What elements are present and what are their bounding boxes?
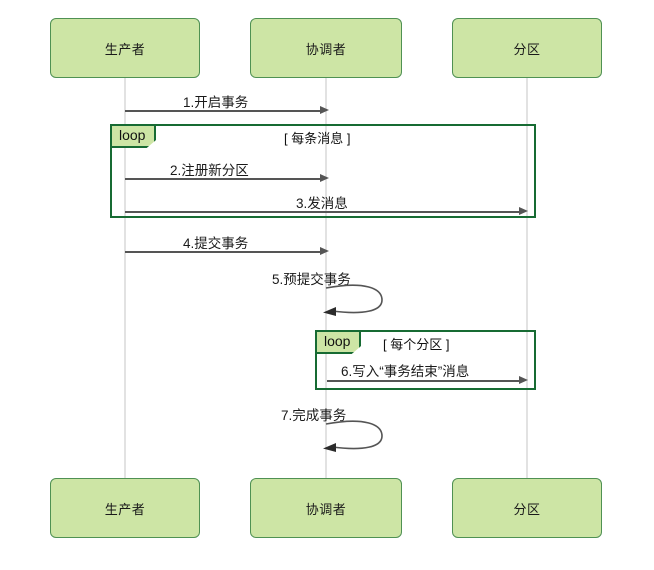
actor-box-partition-bottom[interactable]: 分区 [452, 478, 602, 538]
message-label-4: 4.提交事务 [183, 236, 249, 251]
actor-label-coordinator-top: 协调者 [305, 41, 347, 57]
actor-label-coordinator-bottom: 协调者 [305, 501, 347, 517]
message-arrowhead-3 [519, 207, 528, 215]
actor-box-coordinator-bottom[interactable]: 协调者 [250, 478, 402, 538]
message-arrowhead-4 [320, 247, 329, 255]
actor-box-coordinator-top[interactable]: 协调者 [250, 18, 402, 78]
message-arrow-1 [125, 110, 321, 112]
actor-label-partition-top: 分区 [513, 41, 541, 57]
message-label-7: 7.完成事务 [281, 408, 347, 423]
message-label-3: 3.发消息 [296, 196, 348, 211]
actor-label-producer-top: 生产者 [104, 41, 146, 57]
message-arrow-3 [125, 211, 522, 213]
message-arrow-6 [327, 380, 522, 382]
message-label-1: 1.开启事务 [183, 95, 249, 110]
loop-condition-1: [ 每条消息 ] [284, 131, 351, 146]
message-arrow-2 [125, 178, 321, 180]
actor-label-partition-bottom: 分区 [513, 501, 541, 517]
message-arrow-4 [125, 251, 321, 253]
message-arrowhead-2 [320, 174, 329, 182]
actor-box-producer-bottom[interactable]: 生产者 [50, 478, 200, 538]
loop-condition-2: [ 每个分区 ] [383, 337, 450, 352]
message-label-5: 5.预提交事务 [272, 272, 351, 287]
loop-keyword-2: loop [317, 332, 362, 354]
actor-box-producer-top[interactable]: 生产者 [50, 18, 200, 78]
lifeline-partition [526, 78, 528, 478]
message-label-6: 6.写入“事务结束”消息 [341, 364, 470, 379]
loop-fragment-1 [110, 124, 536, 218]
lifeline-coordinator [325, 78, 327, 478]
message-arrowhead-6 [519, 376, 528, 384]
actor-label-producer-bottom: 生产者 [104, 501, 146, 517]
message-arrowhead-1 [320, 106, 329, 114]
message-label-2: 2.注册新分区 [170, 163, 249, 178]
message-selfloop-5 [323, 284, 383, 316]
loop-fragment-2 [315, 330, 536, 390]
loop-keyword-1: loop [112, 126, 157, 148]
actor-box-partition-top[interactable]: 分区 [452, 18, 602, 78]
lifeline-producer [124, 78, 126, 478]
message-selfloop-7 [323, 420, 383, 452]
